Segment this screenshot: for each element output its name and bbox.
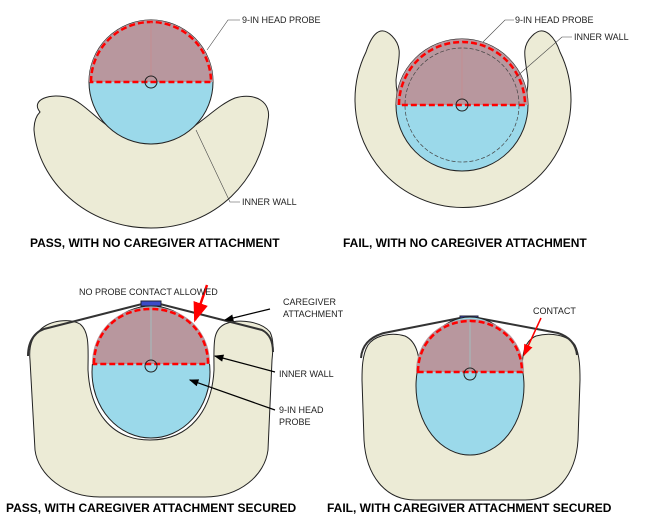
label-probe-2: PROBE [279,417,311,427]
panel-fail-with-attachment: CONTACT FAIL, WITH CAREGIVER ATTACHMENT … [327,306,612,515]
label-inner-wall: INNER WALL [242,197,297,207]
caption: FAIL, WITH CAREGIVER ATTACHMENT SECURED [327,501,612,515]
label-inner-wall: INNER WALL [279,369,334,379]
probe-center [463,367,477,381]
strap-clip [140,300,162,307]
dash-line [416,319,524,374]
label-probe: 9-IN HEAD PROBE [515,15,594,25]
probe-center [455,98,469,112]
label-probe: 9-IN HEAD PROBE [242,15,321,25]
label-attachment-1: CAREGIVER [283,297,337,307]
bed-body [29,320,274,498]
label-attachment-2: ATTACHMENT [283,309,344,319]
panel-fail-no-attachment: 9-IN HEAD PROBE INNER WALL FAIL, WITH NO… [343,15,629,250]
dash-line [92,307,210,366]
panel-pass-with-attachment: NO PROBE CONTACT ALLOWED CAREGIVER ATTAC… [6,284,344,515]
panel-pass-no-attachment: 9-IN HEAD PROBE INNER WALL PASS, WITH NO… [30,15,321,250]
probe-center [144,75,158,89]
label-contact: CONTACT [533,306,576,316]
caption: FAIL, WITH NO CAREGIVER ATTACHMENT [343,236,587,250]
caption: PASS, WITH CAREGIVER ATTACHMENT SECURED [6,501,297,515]
bed-body [33,95,270,229]
label-no-contact: NO PROBE CONTACT ALLOWED [79,287,218,297]
dash-line [397,40,527,107]
probe-center [144,359,158,373]
label-inner-wall: INNER WALL [574,32,629,42]
label-probe-1: 9-IN HEAD [279,405,324,415]
caption: PASS, WITH NO CAREGIVER ATTACHMENT [30,236,280,250]
dash-line [89,20,213,84]
